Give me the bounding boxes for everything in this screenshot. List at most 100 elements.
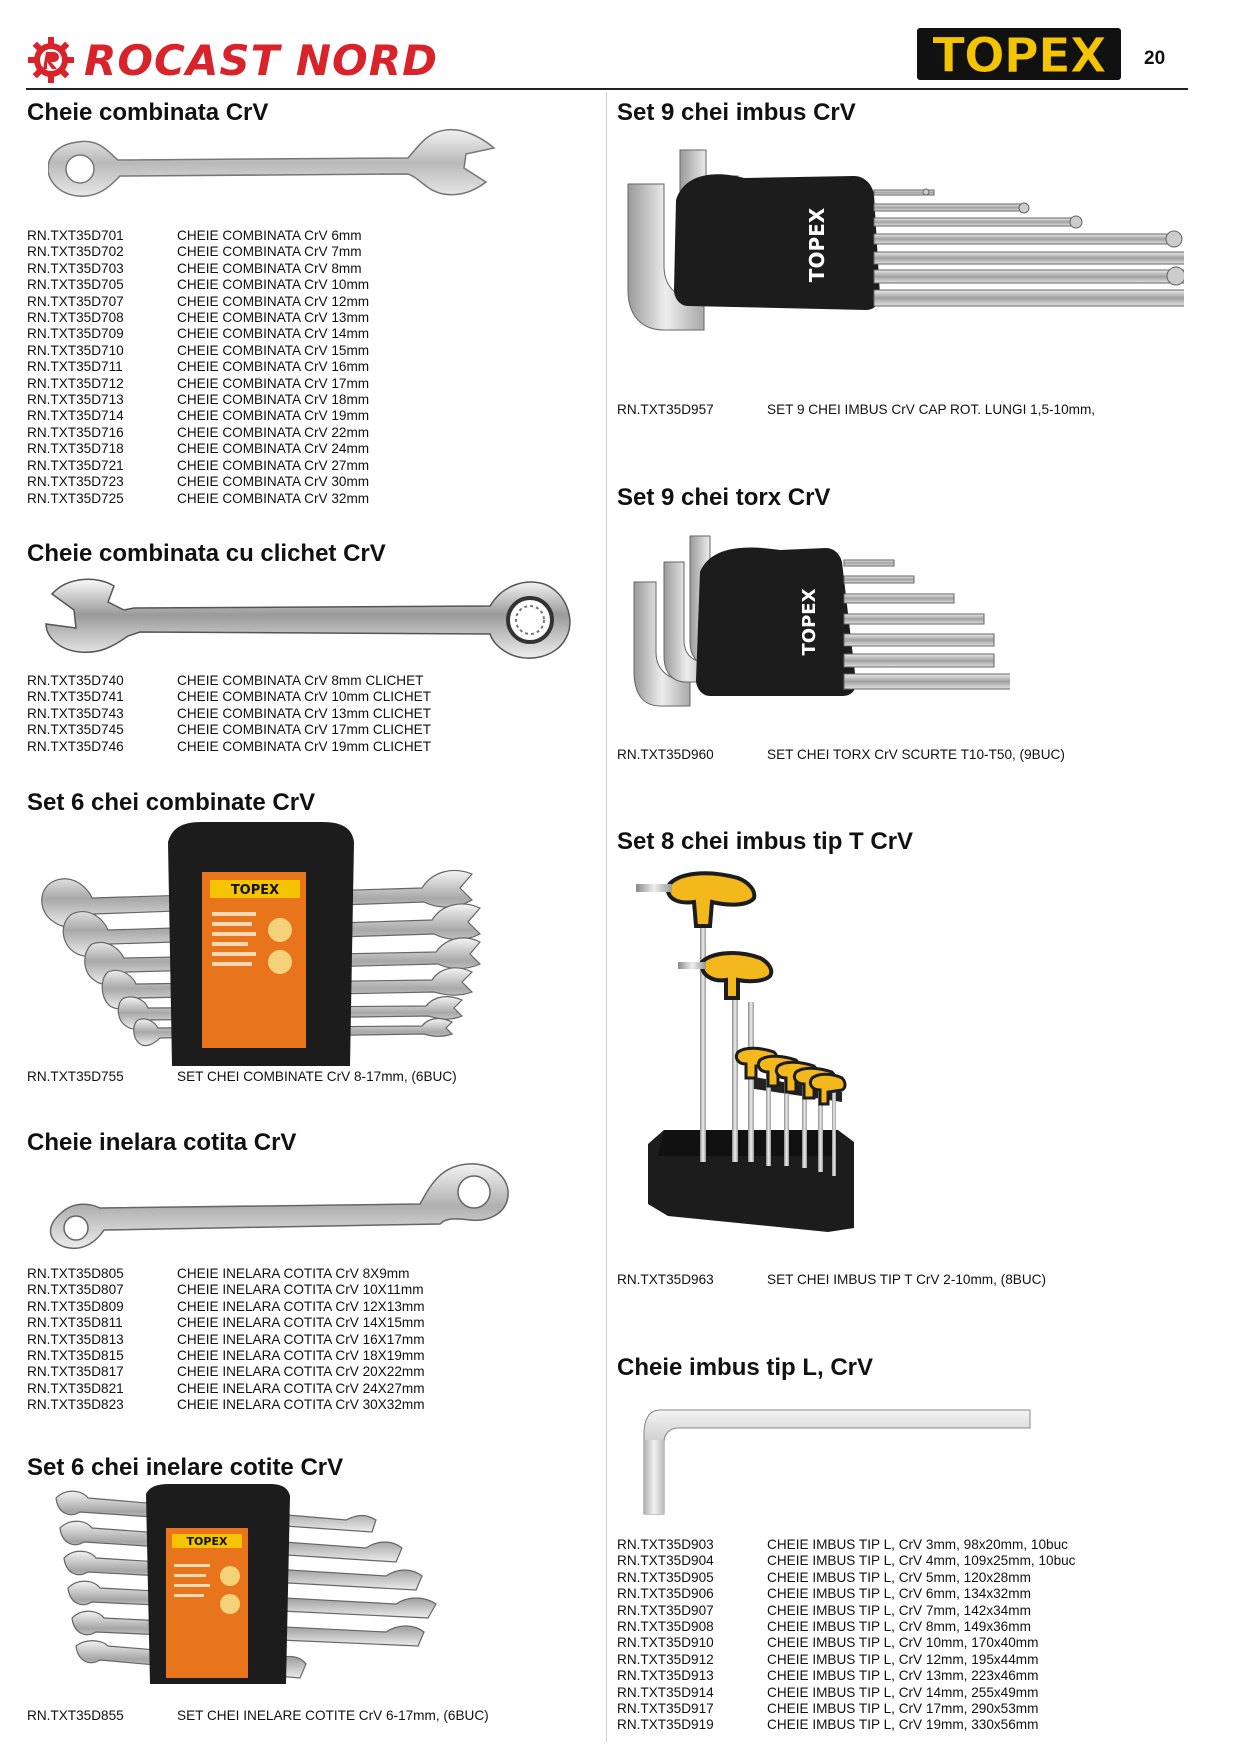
product-description: CHEIE IMBUS TIP L, CrV 6mm, 134x32mm [767,1586,1031,1602]
product-row: RN.TXT35D713 CHEIE COMBINATA CrV 18mm [27,392,369,408]
product-code: RN.TXT35D710 [27,342,124,358]
section-title: Cheie imbus tip L, CrV [617,1354,874,1381]
product-code: RN.TXT35D713 [27,392,124,408]
brand: ROCAST NORD [26,34,438,86]
product-row: RN.TXT35D907 CHEIE IMBUS TIP L, CrV 7mm, … [617,1603,1075,1619]
rocast-gear-icon [28,37,74,83]
product-code: RN.TXT35D741 [27,689,124,705]
section-title: Set 6 chei combinate CrV [27,789,316,816]
product-code: RN.TXT35D904 [617,1553,714,1569]
torx-key-set-icon: TOPEX [630,522,1010,722]
column-divider [606,92,607,1742]
product-list: RN.TXT35D903 CHEIE IMBUS TIP L, CrV 3mm, … [617,1537,1075,1734]
wrench-set-icon: TOPEX [32,822,512,1072]
product-description: SET CHEI INELARE COTITE CrV 6-17mm, (6BU… [177,1708,489,1723]
product-code: RN.TXT35D821 [27,1380,124,1396]
product-description: CHEIE IMBUS TIP L, CrV 19mm, 330x56mm [767,1717,1039,1733]
product-code: RN.TXT35D811 [27,1315,123,1331]
page-number: 20 [1144,48,1166,69]
product-description: CHEIE COMBINATA CrV 8mm [177,260,362,276]
product-description: CHEIE IMBUS TIP L, CrV 7mm, 142x34mm [767,1602,1031,1618]
ring-wrench-set-icon: TOPEX [46,1484,466,1694]
svg-text:TOPEX: TOPEX [799,588,820,655]
product-description: CHEIE INELARA COTITA CrV 16X17mm [177,1331,425,1347]
product-description: CHEIE IMBUS TIP L, CrV 8mm, 149x36mm [767,1619,1031,1635]
product-list: RN.TXT35D855 SET CHEI INELARE COTITE CrV … [27,1708,489,1724]
header-rule [26,88,1188,90]
product-code: RN.TXT35D712 [27,375,124,391]
product-code: RN.TXT35D714 [27,408,124,424]
section-title: Cheie combinata cu clichet CrV [27,540,386,567]
product-code: RN.TXT35D809 [27,1298,124,1314]
svg-text:TOPEX: TOPEX [231,883,279,898]
product-description: CHEIE IMBUS TIP L, CrV 3mm, 98x20mm, 10b… [767,1537,1068,1552]
section-title: Set 9 chei imbus CrV [617,99,856,126]
product-description: CHEIE COMBINATA CrV 32mm [177,490,370,506]
combination-wrench-icon [48,128,518,210]
product-code: RN.TXT35D957 [617,402,714,417]
product-list: RN.TXT35D963 SET CHEI IMBUS TIP T CrV 2-1… [617,1272,1046,1288]
product-code: RN.TXT35D914 [617,1684,714,1700]
product-description: CHEIE COMBINATA CrV 17mm CLICHET [177,722,432,738]
product-description: CHEIE COMBINATA CrV 18mm [177,392,370,408]
product-description: CHEIE INELARA COTITA CrV 8X9mm [177,1266,410,1281]
product-description: CHEIE COMBINATA CrV 13mm [177,310,370,326]
product-description: CHEIE INELARA COTITA CrV 20X22mm [177,1364,425,1380]
product-code: RN.TXT35D813 [27,1331,124,1347]
product-code: RN.TXT35D917 [617,1701,714,1717]
product-description: CHEIE INELARA COTITA CrV 12X13mm [177,1298,425,1314]
product-row: RN.TXT35D710 CHEIE COMBINATA CrV 15mm [27,343,369,359]
section-title: Set 9 chei torx CrV [617,484,831,511]
ratchet-wrench-icon [44,574,574,664]
product-code: RN.TXT35D963 [617,1272,714,1287]
product-description: CHEIE INELARA COTITA CrV 24X27mm [177,1380,425,1396]
product-code: RN.TXT35D707 [27,293,124,309]
product-description: CHEIE IMBUS TIP L, CrV 12mm, 195x44mm [767,1651,1039,1667]
product-description: CHEIE COMBINATA CrV 30mm [177,474,370,490]
product-code: RN.TXT35D960 [617,747,714,762]
product-description: SET CHEI IMBUS TIP T CrV 2-10mm, (8BUC) [767,1272,1046,1287]
product-code: RN.TXT35D807 [27,1282,124,1298]
product-code: RN.TXT35D743 [27,705,124,721]
product-description: CHEIE IMBUS TIP L, CrV 10mm, 170x40mm [767,1635,1039,1651]
product-description: CHEIE INELARA COTITA CrV 18X19mm [177,1348,425,1364]
product-code: RN.TXT35D903 [617,1537,714,1552]
product-description: CHEIE IMBUS TIP L, CrV 17mm, 290x53mm [767,1701,1039,1717]
product-row: RN.TXT35D855 SET CHEI INELARE COTITE CrV … [27,1708,489,1724]
topex-logo-text: TOPEX [932,28,1107,84]
product-description: CHEIE COMBINATA CrV 15mm [177,342,370,358]
product-row: RN.TXT35D917 CHEIE IMBUS TIP L, CrV 17mm,… [617,1701,1075,1717]
product-description: CHEIE COMBINATA CrV 19mm [177,408,370,424]
product-row: RN.TXT35D919 CHEIE IMBUS TIP L, CrV 19mm,… [617,1717,1075,1733]
product-code: RN.TXT35D709 [27,326,124,342]
product-row: RN.TXT35D813 CHEIE INELARA COTITA CrV 16X… [27,1332,425,1348]
product-row: RN.TXT35D963 SET CHEI IMBUS TIP T CrV 2-1… [617,1272,1046,1288]
product-description: CHEIE INELARA COTITA CrV 30X32mm [177,1397,425,1413]
product-code: RN.TXT35D907 [617,1602,714,1618]
product-code: RN.TXT35D919 [617,1717,714,1733]
product-code: RN.TXT35D701 [27,228,124,243]
product-description: CHEIE COMBINATA CrV 6mm [177,228,362,243]
product-code: RN.TXT35D755 [27,1069,124,1084]
section-title: Set 8 chei imbus tip T CrV [617,828,914,855]
product-code: RN.TXT35D855 [27,1708,124,1723]
